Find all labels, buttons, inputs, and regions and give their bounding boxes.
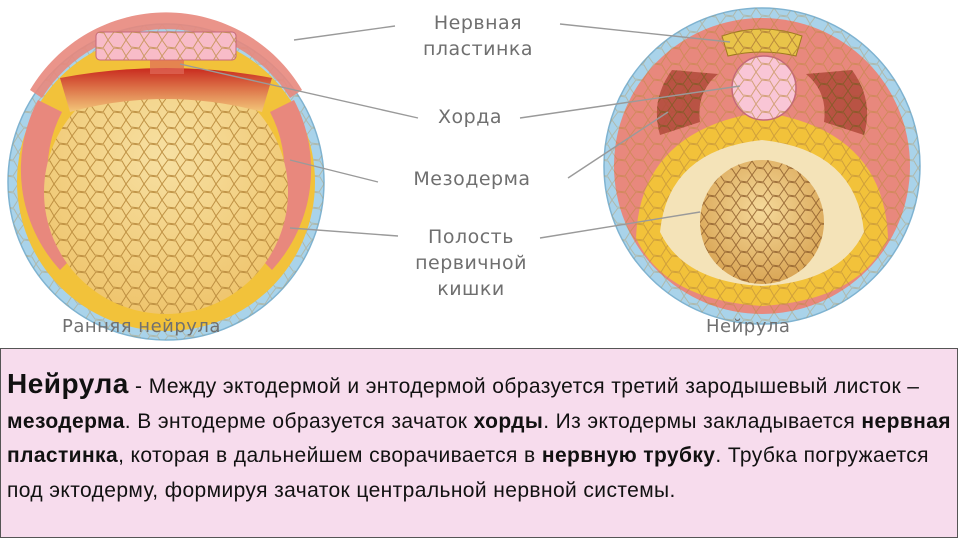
early-neurula-embryo	[7, 12, 325, 341]
label-neural-plate-line1: Нервная	[433, 12, 523, 34]
description-heading: Нейрула	[7, 368, 129, 399]
label-mesoderm: Мезодерма	[413, 168, 531, 190]
term-chord: хорды	[473, 409, 544, 433]
label-gut-cavity-line2: первичной	[415, 252, 527, 274]
label-neural-plate: Нервная пластинка	[388, 10, 568, 62]
term-neural-tube: нервную трубку	[541, 444, 716, 467]
term-mesoderm: мезодерма	[7, 409, 125, 433]
description-sentence-1: Между эктодермой и энтодермой образуется…	[148, 375, 920, 398]
description-dash: -	[128, 375, 149, 398]
neurula-embryo	[603, 7, 921, 325]
label-chord: Хорда	[438, 106, 502, 128]
description-sentence-5: . Трубка погружается под эктодерму, форм…	[7, 444, 929, 502]
description-sentence-4: , которая в дальнейшем сворачивается в	[118, 444, 542, 467]
description-sentence-2: . В энтодерме образуется зачаток	[124, 409, 474, 433]
label-gut-cavity-line3: кишки	[437, 278, 505, 300]
primary-gut-cavity	[60, 68, 272, 112]
neurula-diagram	[7, 7, 921, 341]
description-sentence-3: . Из эктодермы закладывается	[543, 409, 862, 433]
chord-primordium	[150, 60, 184, 74]
label-neural-plate-line2: пластинка	[422, 38, 534, 60]
pointer-lines	[179, 23, 741, 239]
label-gut-cavity-line1: Полость	[428, 226, 514, 248]
label-gut-cavity: Полость первичной кишки	[386, 224, 556, 302]
description-text: Нейрула - Между эктодермой и энтодермой …	[7, 367, 952, 508]
caption-neurula: Нейрула	[706, 316, 791, 337]
term-neural-plate: нервная пластинка	[7, 409, 951, 468]
caption-early-neurula: Ранняя нейрула	[62, 316, 221, 337]
description-panel: Нейрула - Между эктодермой и энтодермой …	[0, 348, 958, 538]
